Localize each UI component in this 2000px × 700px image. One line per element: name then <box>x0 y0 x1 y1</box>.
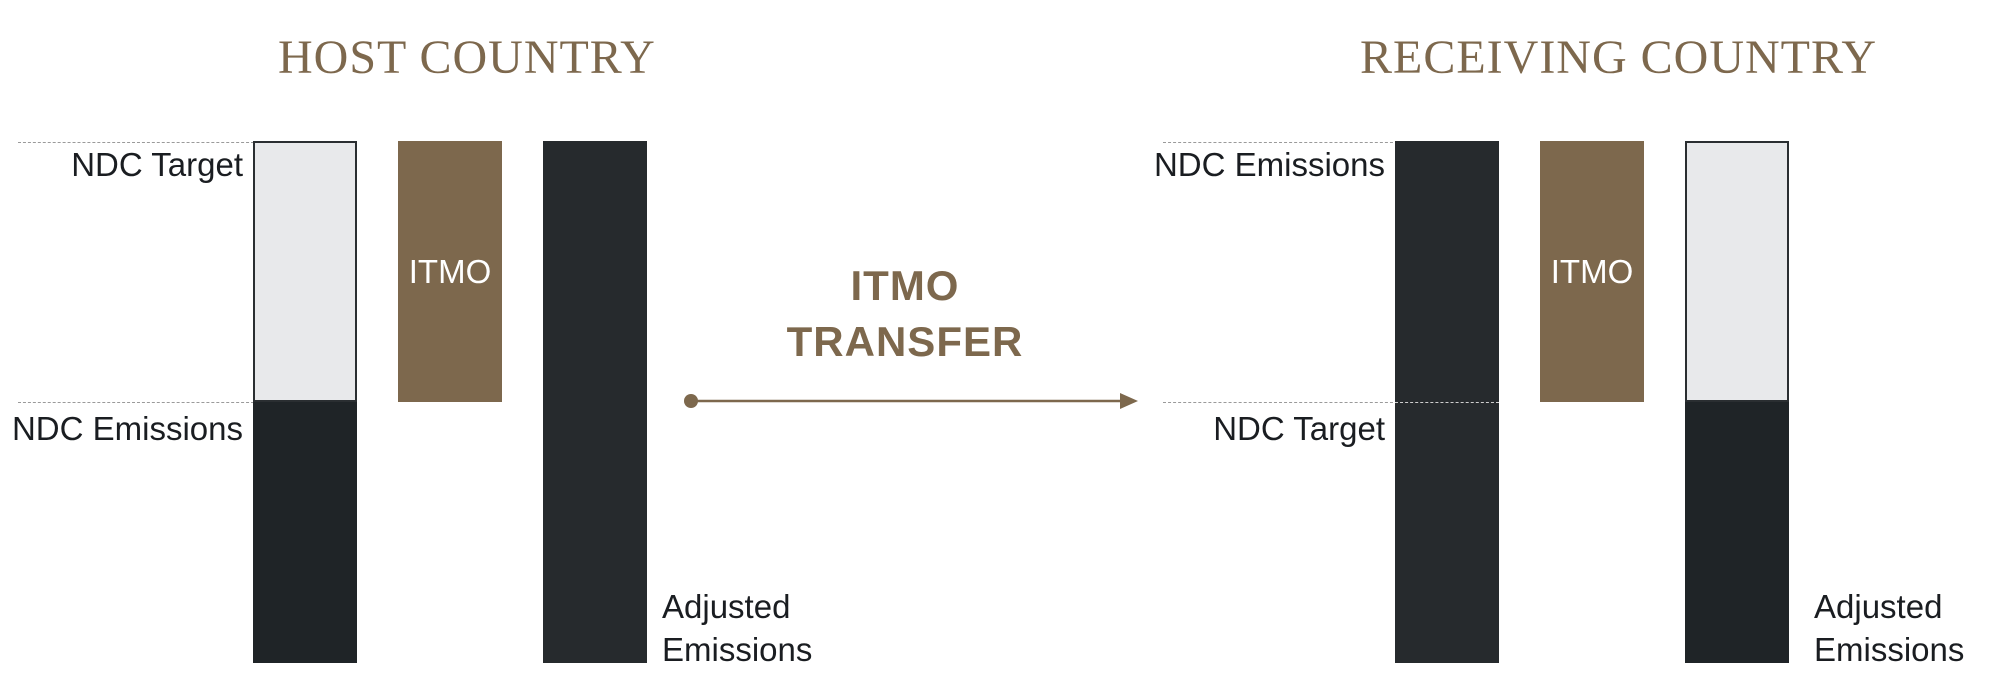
host-adjusted-line-2: Emissions <box>662 631 813 668</box>
receiving-itmo-gap-bar <box>1685 141 1789 402</box>
receiving-ndc-emissions-label: NDC Emissions <box>1153 146 1385 183</box>
receiving-adjusted-line-1: Adjusted <box>1814 588 1943 625</box>
receiving-itmo-bar: ITMO <box>1540 141 1644 402</box>
host-ndc-target-label: NDC Target <box>71 146 243 183</box>
receiving-adjusted-emissions-label: Adjusted Emissions <box>1814 585 1964 671</box>
arrow-right-icon <box>684 393 1138 409</box>
receiving-country-title: RECEIVING COUNTRY <box>1360 31 1877 84</box>
host-itmo-label: ITMO <box>408 252 492 290</box>
itmo-transfer-line-1: ITMO <box>850 262 960 309</box>
itmo-transfer-heading: ITMO TRANSFER <box>770 258 1040 370</box>
host-ndc-emissions-label: NDC Emissions <box>11 410 243 447</box>
receiving-ndc-target-guide <box>1163 402 1398 403</box>
host-ndc-emissions-guide <box>18 402 254 403</box>
host-country-title: HOST COUNTRY <box>278 31 656 84</box>
host-itmo-bar: ITMO <box>398 141 502 402</box>
host-ndc-emissions-bar <box>253 402 357 663</box>
host-adjusted-emissions-bar <box>543 141 647 663</box>
receiving-ndc-target-inner-guide <box>1395 402 1499 403</box>
receiving-ndc-target-label: NDC Target <box>1213 410 1385 447</box>
itmo-transfer-line-2: TRANSFER <box>786 318 1024 365</box>
host-ndc-target-bar <box>253 141 357 402</box>
host-adjusted-emissions-label: Adjusted Emissions <box>662 585 812 671</box>
receiving-ndc-emissions-guide <box>1163 142 1398 143</box>
host-ndc-target-guide <box>18 142 254 143</box>
receiving-adjusted-emissions-bar <box>1685 402 1789 663</box>
receiving-adjusted-line-2: Emissions <box>1814 631 1965 668</box>
host-adjusted-line-1: Adjusted <box>662 588 791 625</box>
receiving-itmo-label: ITMO <box>1550 252 1634 290</box>
